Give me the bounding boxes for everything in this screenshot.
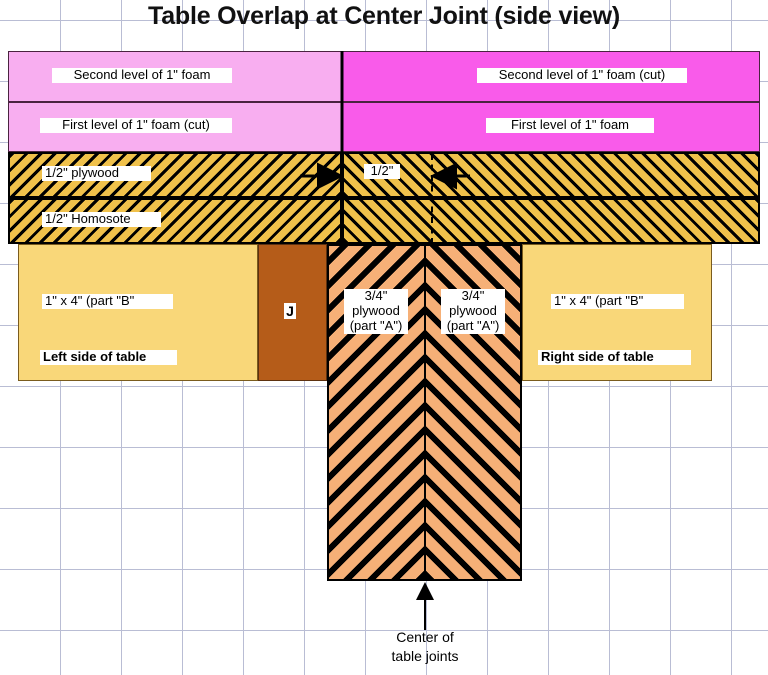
plywood-column-left-label: 3/4" plywood (part "A") (344, 288, 408, 334)
plywood-column-right-line1: 3/4" (461, 288, 485, 303)
right-part-b-label: 1" x 4" (part "B" (551, 293, 684, 309)
brown-cleat-label: J (284, 303, 296, 320)
plywood-sheet-right (342, 152, 760, 198)
plywood-column-left-line2: plywood (352, 302, 400, 318)
overlap-dimension-label: 1/2" (364, 163, 400, 179)
plywood-column-left-line3: (part "A") (349, 317, 403, 333)
left-part-b-label: 1" x 4" (part "B" (42, 293, 173, 309)
plywood-column-right-line3: (part "A") (446, 317, 500, 333)
plywood-column-right-label: 3/4" plywood (part "A") (441, 288, 505, 334)
plywood-column-right-line2: plywood (449, 302, 497, 318)
foam-first-level-right-label: First level of 1" foam (486, 117, 654, 133)
page-title: Table Overlap at Center Joint (side view… (147, 2, 621, 30)
center-joint-note-line1: Center of (396, 629, 454, 645)
homosote-sheet-right (342, 198, 760, 244)
center-joint-note-line2: table joints (391, 647, 459, 664)
right-side-of-table-label: Right side of table (538, 349, 691, 365)
homosote-sheet-label: 1/2" Homosote (42, 211, 161, 227)
foam-first-level-left-label: First level of 1" foam (cut) (40, 117, 232, 133)
foam-second-level-left-label: Second level of 1" foam (52, 67, 232, 83)
center-joint-note: Center of table joints (350, 628, 500, 666)
foam-second-level-right-label: Second level of 1" foam (cut) (477, 67, 687, 83)
left-side-of-table-label: Left side of table (40, 349, 177, 365)
plywood-sheet-label: 1/2" plywood (42, 165, 151, 181)
plywood-column-left-line1: 3/4" (364, 288, 388, 303)
